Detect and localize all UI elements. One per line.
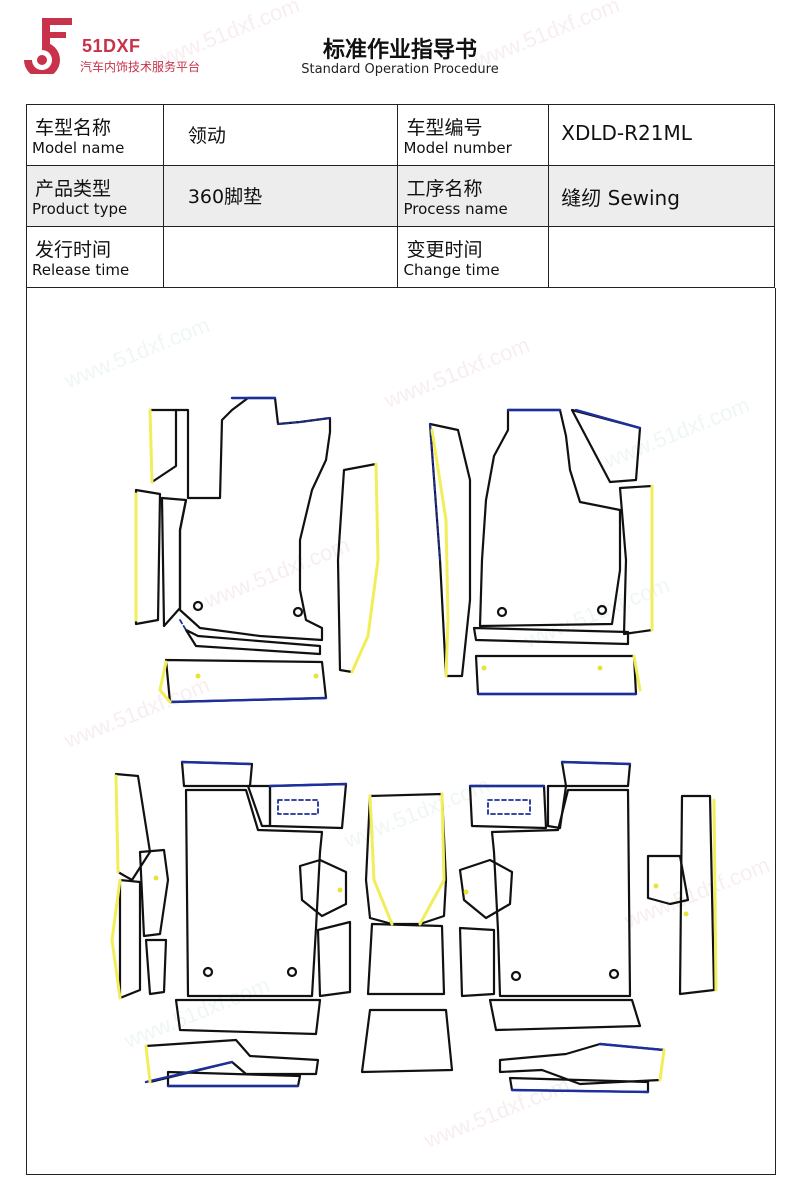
release-time-cell — [162, 226, 399, 288]
product-type-label-cell: 产品类型 Product type — [26, 165, 164, 227]
page-subtitle: Standard Operation Procedure — [301, 62, 499, 77]
page-title: 标准作业指导书 — [322, 38, 477, 63]
model-number-label-cell: 车型编号 Model number — [397, 104, 550, 166]
model-number-label: 车型编号 — [406, 117, 483, 139]
brand-logo — [24, 18, 72, 74]
model-name-label-en: Model name — [32, 139, 125, 157]
process-name-value: 缝纫 Sewing — [561, 186, 680, 210]
model-number-cell: XDLD-R21ML — [548, 104, 775, 166]
process-name-label-cell: 工序名称 Process name — [397, 165, 550, 227]
passenger-mat-outline — [478, 408, 622, 628]
model-number-label-en: Model number — [403, 139, 512, 157]
change-time-label-cell: 变更时间 Change time — [397, 226, 550, 288]
change-time-label-en: Change time — [403, 261, 500, 279]
brand-name: 51DXF — [82, 36, 141, 56]
product-type-cell: 360脚垫 — [162, 165, 399, 227]
drawing-frame — [26, 288, 776, 1175]
process-name-cell: 缝纫 Sewing — [548, 165, 775, 227]
driver-mat-outline — [174, 396, 332, 642]
rear-left-side — [114, 772, 152, 882]
product-type-label: 产品类型 — [35, 178, 112, 200]
process-name-label: 工序名称 — [406, 178, 483, 200]
brand-subtitle: 汽车内饰技术服务平台 — [80, 60, 201, 74]
process-name-label-en: Process name — [403, 200, 508, 218]
floor-mat-pattern-drawing — [110, 396, 718, 1094]
model-name-value: 领动 — [187, 125, 226, 147]
model-name-label: 车型名称 — [35, 117, 112, 139]
release-time-label-en: Release time — [32, 261, 130, 279]
center-tunnel-outline — [364, 792, 448, 926]
model-number-value: XDLD-R21ML — [561, 121, 692, 145]
model-name-cell: 领动 — [162, 104, 399, 166]
change-time-cell — [548, 226, 775, 288]
product-type-label-en: Product type — [32, 200, 128, 218]
rear-right-side — [678, 794, 716, 996]
change-time-label: 变更时间 — [406, 239, 483, 261]
release-time-label-cell: 发行时间 Release time — [26, 226, 164, 288]
model-name-label-cell: 车型名称 Model name — [26, 104, 164, 166]
release-time-label: 发行时间 — [35, 239, 112, 261]
info-table: 车型名称 Model name 领动 车型编号 Model number XDL… — [26, 104, 775, 288]
product-type-value: 360脚垫 — [187, 186, 263, 208]
